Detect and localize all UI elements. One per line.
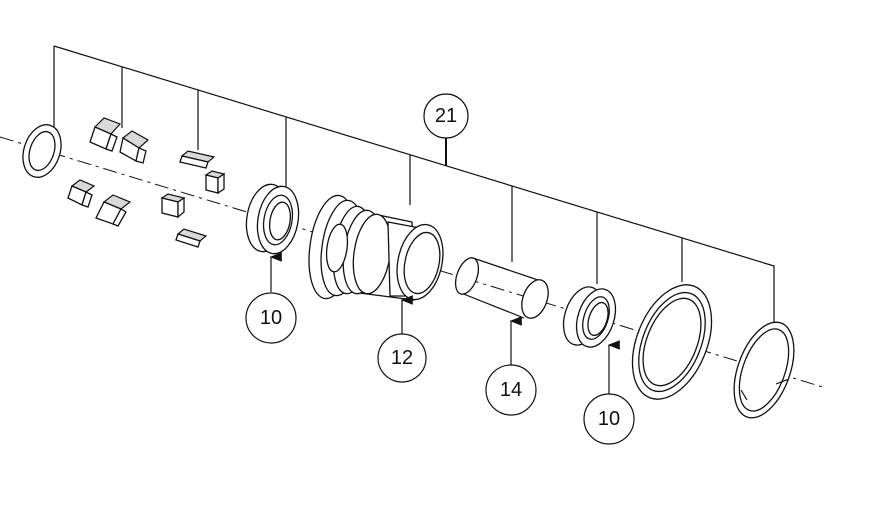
- pawl-part-2: [119, 130, 150, 164]
- pawl-part-1: [89, 117, 122, 152]
- sleeve: [454, 257, 549, 319]
- center-axis: [0, 136, 827, 389]
- seal-ring: [631, 284, 713, 400]
- callout-10-right: 10: [583, 393, 635, 445]
- pawl-spring-1: [179, 150, 216, 169]
- snap-ring: [733, 321, 795, 419]
- callout-21-label: 21: [435, 105, 457, 127]
- callout-12: 12: [377, 333, 427, 383]
- spacer-ring-left: [22, 124, 62, 178]
- pawl-part-3: [67, 179, 96, 208]
- assembly-bracket: [53, 45, 775, 322]
- freehub-body: [308, 194, 444, 301]
- pawl-part-4: [95, 194, 132, 227]
- callout-10-right-label: 10: [598, 408, 620, 430]
- callout-14: 14: [485, 364, 537, 416]
- callout-21: 21: [423, 93, 469, 139]
- bearing-left: [245, 183, 300, 255]
- callout-12-label: 12: [391, 347, 413, 369]
- callout-10-left: 10: [245, 292, 297, 344]
- pawl-spring-3: [160, 193, 186, 219]
- pawl-spring-4: [175, 228, 208, 248]
- callout-14-label: 14: [500, 379, 522, 401]
- leader-lines: [269, 252, 620, 394]
- callout-10-left-label: 10: [260, 307, 282, 329]
- bearing-right: [562, 286, 617, 348]
- pawl-spring-2: [204, 170, 226, 195]
